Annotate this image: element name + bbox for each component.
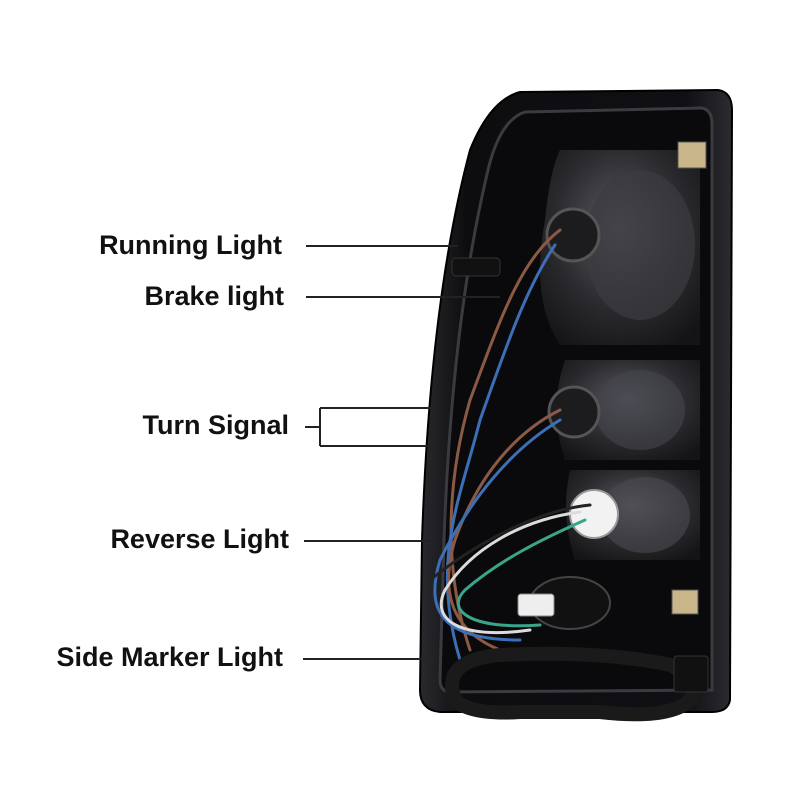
harness-connector — [673, 655, 709, 693]
wire-blue-2 — [433, 418, 562, 642]
label-reverse-light: Reverse Light — [110, 524, 289, 554]
wiring — [428, 228, 592, 662]
label-running-light: Running Light — [99, 230, 282, 260]
wire-white — [439, 510, 582, 635]
lens-reflector-mid — [595, 370, 685, 450]
leader-lines — [303, 245, 500, 660]
leader-turn-bracket — [305, 407, 438, 447]
wire-dark — [428, 503, 592, 582]
mount-clip-top — [677, 141, 707, 169]
wire-brown-1 — [449, 228, 562, 652]
lens-reflector-low — [600, 477, 690, 553]
mount-clip-bottom — [671, 589, 699, 615]
socket-running-brake — [545, 207, 601, 263]
wire-green — [456, 518, 587, 628]
side-grommet — [451, 257, 501, 277]
socket-reverse — [569, 489, 619, 539]
side-marker-plug — [517, 593, 555, 617]
lens-reflector-top — [585, 170, 695, 320]
label-side-marker-light: Side Marker Light — [56, 642, 283, 672]
label-brake-light: Brake light — [144, 281, 284, 311]
wire-brown-2 — [447, 408, 562, 652]
label-turn-signal: Turn Signal — [142, 410, 290, 440]
socket-turn — [547, 385, 601, 439]
